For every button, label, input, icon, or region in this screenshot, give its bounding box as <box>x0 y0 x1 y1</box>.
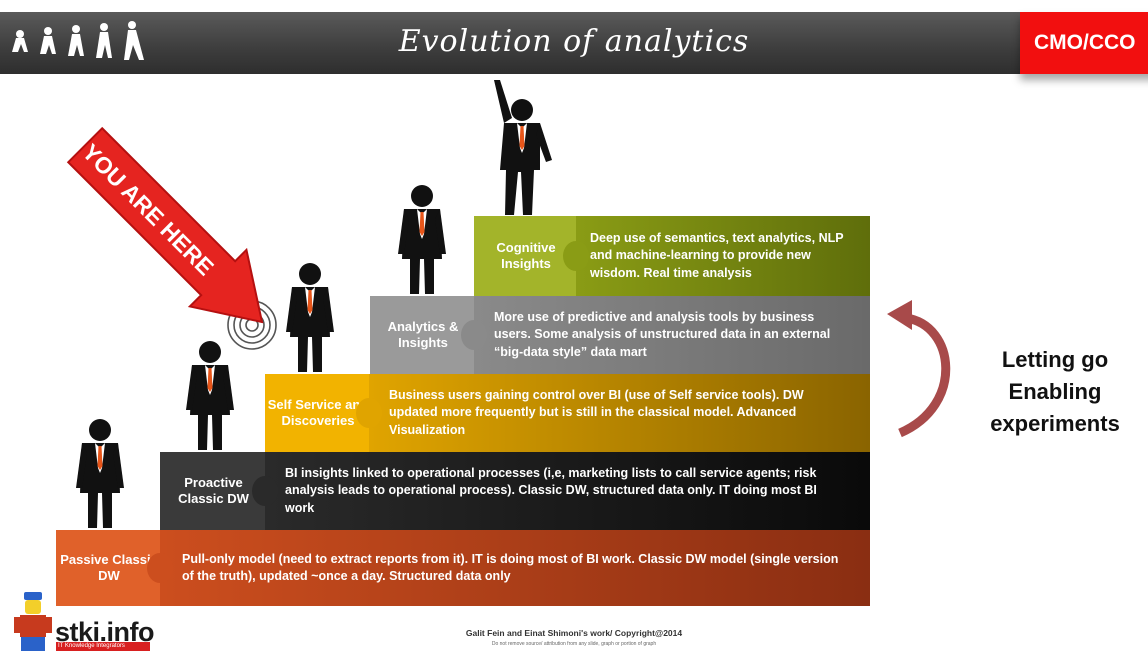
step-label-passive-classic-dw: Passive Classic DW <box>56 530 162 606</box>
puzzle-knob <box>461 320 487 350</box>
header-bar <box>0 12 1034 74</box>
step-label-cognitive-insights: Cognitive Insights <box>474 216 578 296</box>
step-description-self-service: Business users gaining control over BI (… <box>356 374 870 452</box>
side-note-line: Letting go <box>1001 347 1109 372</box>
figure-passive <box>76 419 124 528</box>
you-are-here-arrow-icon: YOU ARE HERE <box>66 126 264 324</box>
step-text: Business users gaining control over BI (… <box>389 388 804 437</box>
step-text: Deep use of semantics, text analytics, N… <box>590 231 844 280</box>
puzzle-knob <box>563 241 589 271</box>
copyright-notice: Do not remove source/ attribution from a… <box>491 641 657 647</box>
side-note: Letting go Enabling experiments <box>962 344 1148 440</box>
page-title: Evolution of analytics <box>398 24 750 59</box>
puzzle-knob <box>252 476 278 506</box>
side-note-line: experiments <box>990 410 1120 436</box>
step-description-cognitive-insights: Deep use of semantics, text analytics, N… <box>563 216 870 296</box>
puzzle-knob <box>356 398 382 428</box>
step-text: Pull-only model (need to extract reports… <box>182 551 839 583</box>
step-label-analytics-insights: Analytics & Insights <box>370 296 476 374</box>
step-label-self-service: Self Service and Discoveries <box>265 374 371 452</box>
curved-up-arrow-icon <box>887 300 951 438</box>
step-description-analytics-insights: More use of predictive and analysis tool… <box>461 296 870 374</box>
audience-badge: CMO/CCO <box>1020 12 1148 74</box>
figure-proactive <box>186 341 234 450</box>
step-label-proactive-classic-dw: Proactive Classic DW <box>160 452 267 530</box>
step-description-passive-classic-dw: Pull-only model (need to extract reports… <box>147 530 870 606</box>
brand-tagline: IT Knowledge Integrators <box>56 642 150 651</box>
step-description-proactive-classic-dw: BI insights linked to operational proces… <box>252 452 870 530</box>
puzzle-knob <box>147 553 173 583</box>
copyright-credit: Galit Fein and Einat Shimoni's work/ Cop… <box>465 628 683 638</box>
side-note-line: Enabling <box>1008 378 1102 404</box>
figure-self-service <box>286 263 334 372</box>
step-text: BI insights linked to operational proces… <box>285 466 817 515</box>
step-text: More use of predictive and analysis tool… <box>494 310 831 359</box>
evolution-icon <box>4 18 154 68</box>
figure-analytics <box>398 185 446 294</box>
figure-cognitive <box>494 80 552 215</box>
you-are-here-text: YOU ARE HERE <box>77 139 219 281</box>
lego-figure-icon <box>12 590 54 651</box>
